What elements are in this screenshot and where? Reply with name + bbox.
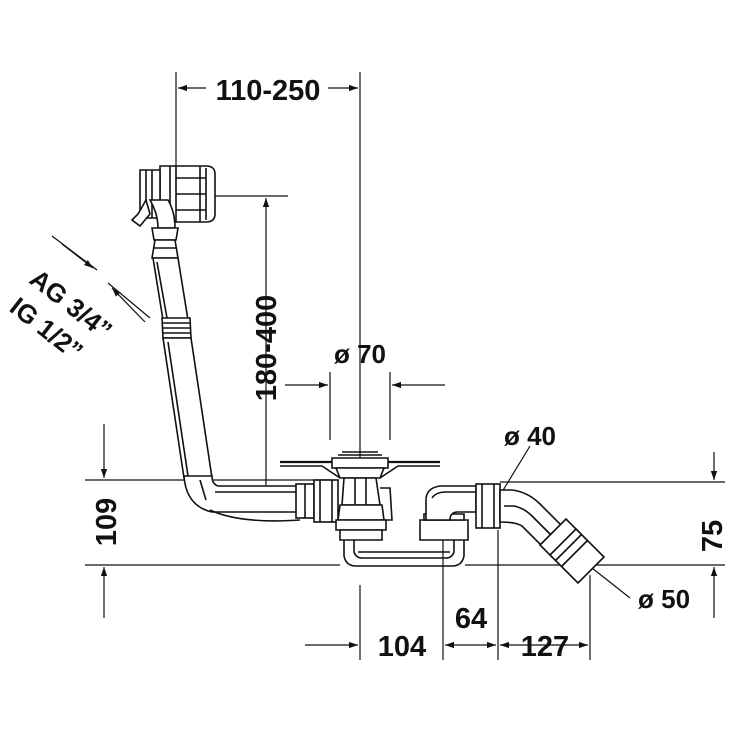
dim-diameter-70: ø 70: [334, 339, 386, 369]
outlet-elbow: [475, 483, 606, 585]
dimension-lines: [61, 84, 718, 649]
dim-width-127: 127: [521, 631, 569, 663]
dim-height-75: 75: [697, 520, 729, 552]
dim-height-range: 180-400: [251, 295, 283, 401]
trap: [343, 485, 477, 567]
dim-height-109: 109: [91, 498, 123, 546]
dim-width-104: 104: [378, 631, 426, 663]
dim-line-thread-lower: [111, 287, 146, 323]
extension-lines: [51, 72, 725, 660]
overflow-pipe: [151, 239, 301, 522]
thread-labels: AG 3/4” IG 1/2”: [4, 263, 118, 366]
dim-top-width: 110-250: [216, 75, 321, 107]
drain-body: [331, 451, 393, 541]
leader-dia40: [501, 445, 531, 493]
dim-line-thread-upper: [61, 243, 94, 269]
dimension-labels: 110-250 180-400 ø 70 ø 40 ø 50 109 75 10…: [91, 75, 729, 663]
horizontal-coupling: [295, 479, 339, 523]
dim-diameter-50: ø 50: [638, 584, 690, 614]
dim-diameter-40: ø 40: [504, 421, 556, 451]
leader-dia50: [591, 567, 631, 599]
overflow-head: [130, 165, 216, 241]
dim-width-64: 64: [455, 603, 487, 635]
